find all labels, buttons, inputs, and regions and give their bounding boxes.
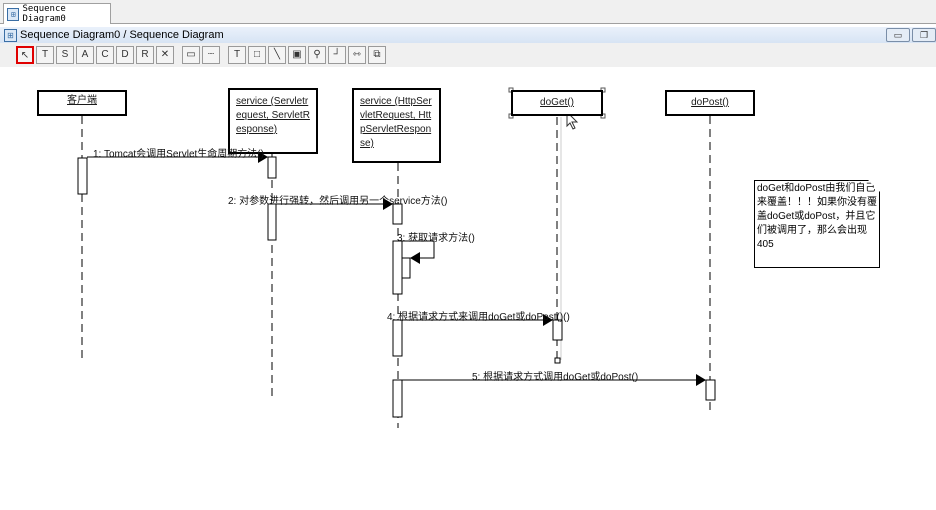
activation [552, 319, 563, 341]
diagram-lines [77, 87, 880, 428]
window-titlebar: ⊞Sequence Diagram0 / Sequence Diagram [0, 27, 936, 43]
diagram-canvas[interactable] [0, 68, 936, 510]
lifeline-tool-button[interactable]: T [36, 46, 54, 64]
mouse-cursor-icon [566, 110, 579, 130]
return-message-tool-button[interactable]: R [136, 46, 154, 64]
fit-tool-button[interactable]: ⇿ [348, 46, 366, 64]
activation [392, 203, 403, 225]
minimize-button[interactable]: ▭ [886, 28, 910, 42]
message-2[interactable]: 2: 对参数进行强转，然后调用另一个service方法() [228, 196, 448, 207]
text-tool-button[interactable]: T [228, 46, 246, 64]
message-4[interactable]: 4: 根据请求方式来调用doGet或doPost()() [387, 312, 570, 323]
anchor-tool-button[interactable]: ┈ [202, 46, 220, 64]
object-doget[interactable]: doGet() [511, 90, 603, 116]
destroy-message-tool-button[interactable]: D [116, 46, 134, 64]
line-tool-button[interactable]: ╲ [268, 46, 286, 64]
actor-tool-button[interactable]: ✕ [156, 46, 174, 64]
note-tool-button[interactable]: ▭ [182, 46, 200, 64]
object-service1[interactable]: service (Servletrequest, ServletResponse… [228, 88, 318, 154]
async-message-tool-button[interactable]: A [76, 46, 94, 64]
activation [401, 257, 411, 279]
object-dopost[interactable]: doPost() [665, 90, 755, 116]
note[interactable]: doGet和doPost由我们自己来覆盖！！！如果你没有覆盖doGet或doPo… [754, 180, 880, 268]
restore-button[interactable]: ❐ [912, 28, 936, 42]
rectangle-tool-button[interactable]: □ [248, 46, 266, 64]
image-tool-button[interactable]: ▣ [288, 46, 306, 64]
activation [77, 157, 88, 195]
message-5[interactable]: 5: 根据请求方式调用doGet或doPost() [472, 372, 639, 383]
activation [267, 156, 277, 179]
tab-label: Sequence Diagram0 [22, 4, 66, 24]
tab-bar: ⊞Sequence Diagram0 [0, 0, 936, 24]
diagram-icon: ⊞ [4, 28, 17, 42]
activation [267, 203, 277, 241]
sync-message-tool-button[interactable]: S [56, 46, 74, 64]
arrowheads [258, 151, 706, 386]
handle [554, 357, 561, 364]
window-title: Sequence Diagram0 / Sequence Diagram [20, 29, 224, 41]
layout-tool-button[interactable]: ⚲ [308, 46, 326, 64]
connector-tool-button[interactable]: ┘ [328, 46, 346, 64]
message-3[interactable]: 3: 获取请求方法() [397, 233, 475, 244]
activation [392, 319, 403, 357]
message-1[interactable]: 1: Tomcat会调用Servlet生命周期方法() [93, 149, 264, 160]
object-service2[interactable]: service (HttpServletRequest, HttpServlet… [352, 88, 441, 163]
layers-tool-button[interactable]: ⧉ [368, 46, 386, 64]
activation [392, 379, 403, 418]
activation [705, 379, 716, 401]
object-client[interactable]: 客户端 [37, 90, 127, 116]
activation [392, 240, 403, 295]
tab-sequence-diagram0[interactable]: ⊞Sequence Diagram0 [3, 3, 111, 24]
diagram-icon: ⊞ [7, 7, 20, 21]
select-tool-button[interactable]: ↖ [16, 46, 34, 64]
create-message-tool-button[interactable]: C [96, 46, 114, 64]
